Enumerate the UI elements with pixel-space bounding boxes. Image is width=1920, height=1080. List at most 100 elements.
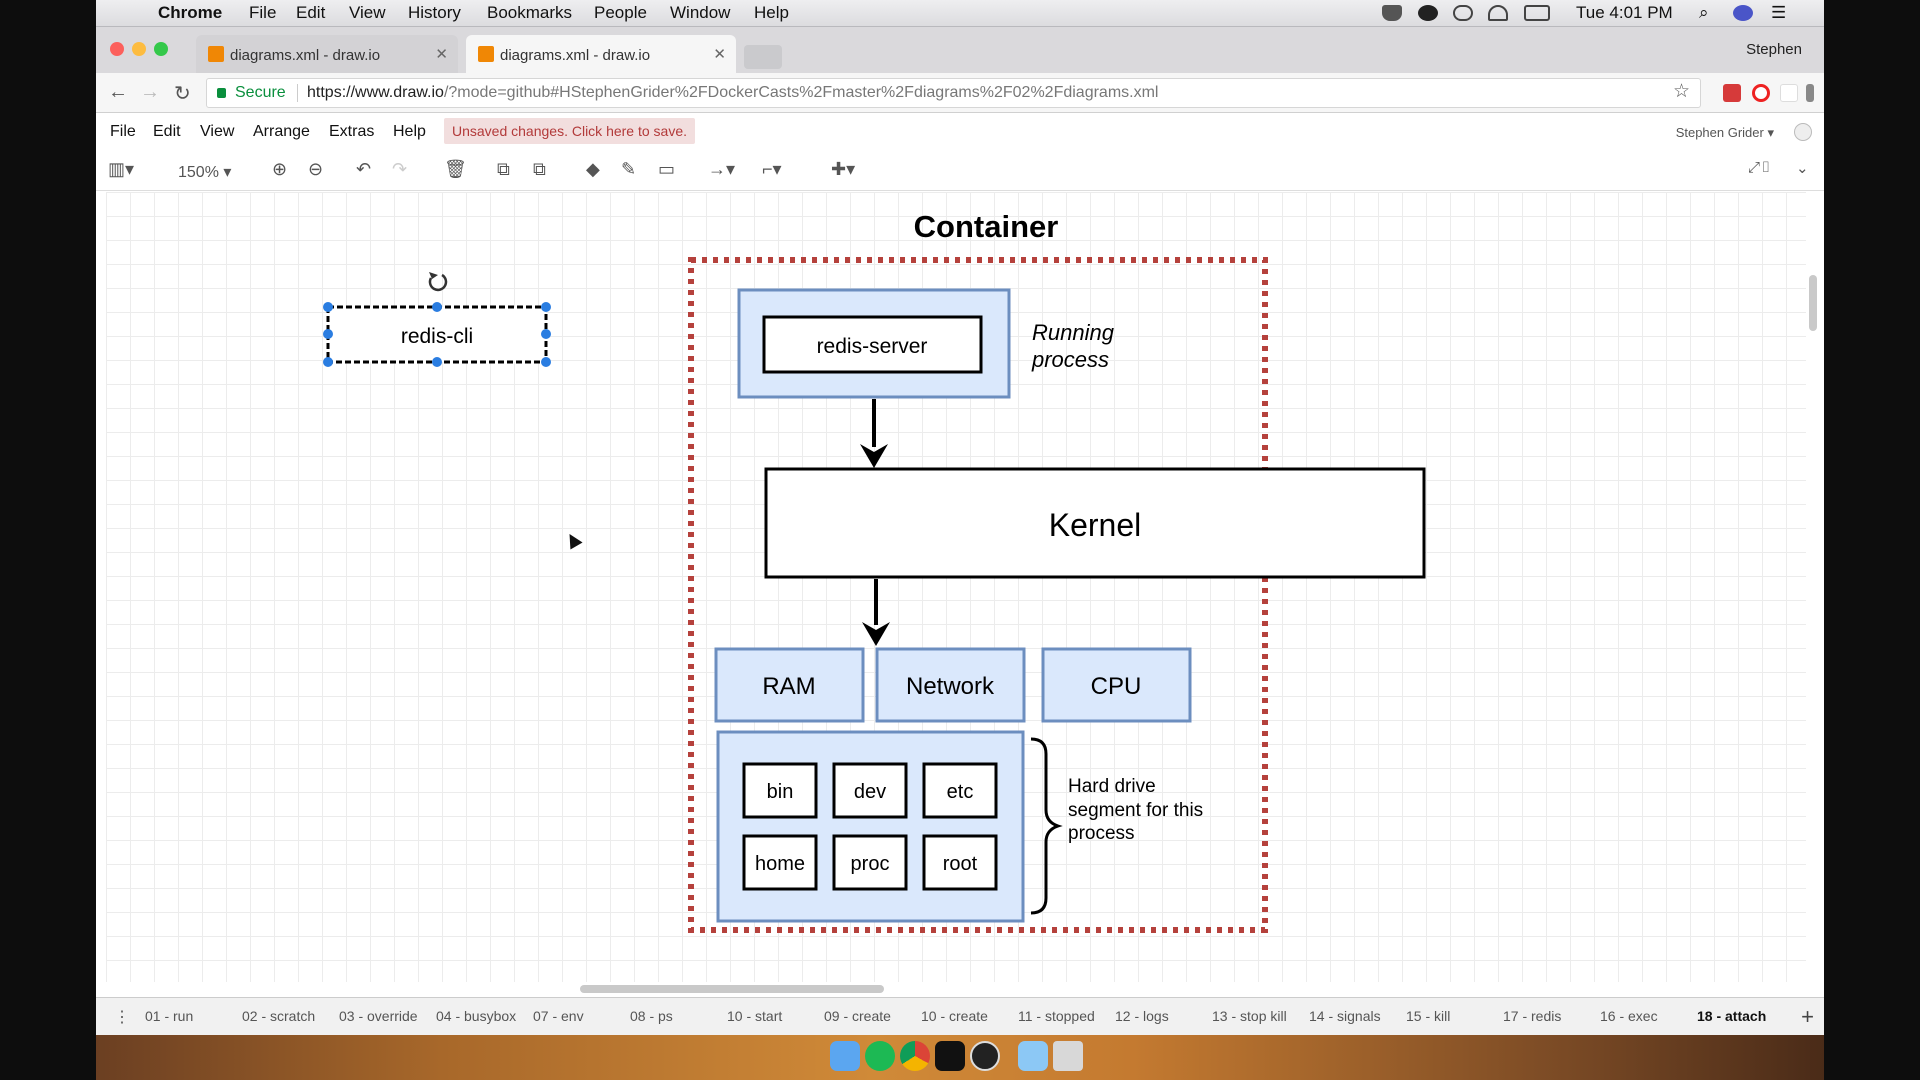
undo-icon[interactable]: ↶ [356, 159, 372, 179]
spotify-icon[interactable] [865, 1041, 895, 1071]
rotate-handle-icon[interactable] [428, 272, 448, 292]
line-color-icon[interactable]: ✎ [621, 159, 637, 179]
page-tab-09-create[interactable]: 09 - create [824, 1008, 891, 1024]
close-window-button[interactable] [110, 42, 124, 56]
kernel-box[interactable] [764, 467, 1426, 579]
forward-arrow-icon[interactable]: → [140, 81, 160, 103]
menu-clock[interactable]: Tue 4:01 PM [1576, 3, 1673, 22]
zoom-out-icon[interactable]: ⊖ [308, 159, 324, 179]
redis-server-box[interactable] [762, 315, 983, 374]
drawio-menu-extras[interactable]: Extras [329, 123, 375, 140]
waypoints-icon[interactable]: ⌐▾ [762, 159, 782, 179]
extension-lastpass-icon[interactable] [1723, 84, 1741, 102]
wifi-icon[interactable] [1488, 5, 1508, 21]
chrome-icon[interactable] [900, 1041, 930, 1071]
page-tab-10-create[interactable]: 10 - create [921, 1008, 988, 1024]
browser-tab-1[interactable]: diagrams.xml - draw.io ✕ [196, 35, 458, 73]
menu-view[interactable]: View [349, 3, 386, 22]
bookmark-star-icon[interactable]: ☆ [1672, 81, 1690, 102]
menu-history[interactable]: History [408, 3, 461, 22]
extension-css-icon[interactable] [1780, 84, 1798, 102]
folder-proc[interactable] [832, 834, 908, 891]
hard-drive-box[interactable] [716, 730, 1025, 923]
zoom-in-icon[interactable]: ⊕ [272, 159, 288, 179]
spotlight-search-icon[interactable]: ⌕ [1699, 3, 1709, 22]
folder-etc[interactable] [922, 762, 998, 819]
add-page-icon[interactable]: + [1801, 1004, 1814, 1029]
drawio-menu-help[interactable]: Help [393, 123, 426, 140]
user-avatar[interactable] [1794, 123, 1812, 141]
battery-icon[interactable] [1524, 5, 1550, 21]
container-boundary[interactable] [688, 257, 1268, 933]
terminal-icon[interactable] [935, 1041, 965, 1071]
page-tab-14-signals[interactable]: 14 - signals [1309, 1008, 1381, 1024]
drawing-canvas[interactable]: redis-cli Container [106, 192, 1806, 982]
page-tab-03-override[interactable]: 03 - override [339, 1008, 418, 1024]
page-tab-10-start[interactable]: 10 - start [727, 1008, 783, 1024]
new-tab-button[interactable] [744, 45, 782, 69]
zoom-select[interactable]: 150% ▾ [178, 164, 232, 181]
format-panel-icon[interactable]: ▥▾ [108, 159, 135, 179]
page-tab-01-run[interactable]: 01 - run [145, 1008, 194, 1024]
maximize-window-button[interactable] [154, 42, 168, 56]
reload-icon[interactable]: ↻ [174, 83, 191, 105]
page-tab-04-busybox[interactable]: 04 - busybox [436, 1008, 517, 1024]
chrome-menu-icon[interactable] [1806, 84, 1814, 102]
fill-color-icon[interactable]: ◆ [586, 159, 600, 179]
url-field[interactable]: Secure https://www.draw.io/?mode=github#… [206, 78, 1701, 108]
unsaved-changes-button[interactable]: Unsaved changes. Click here to save. [444, 118, 696, 144]
close-tab-icon[interactable]: ✕ [435, 46, 448, 63]
connection-style-icon[interactable]: →▾ [708, 159, 736, 179]
page-tab-07-env[interactable]: 07 - env [533, 1008, 584, 1024]
cpu-box[interactable] [1041, 647, 1192, 723]
profile-name[interactable]: Stephen [1746, 41, 1802, 58]
selection-handles[interactable] [323, 302, 551, 367]
page-tab-11-stopped[interactable]: 11 - stopped [1018, 1008, 1095, 1024]
delete-icon[interactable]: 🗑 [444, 159, 467, 179]
folder-home[interactable] [742, 834, 818, 891]
obs-dock-icon[interactable] [970, 1041, 1000, 1071]
menu-people[interactable]: People [594, 3, 647, 22]
vertical-scrollbar[interactable] [1809, 275, 1817, 331]
page-tab-02-scratch[interactable]: 02 - scratch [242, 1008, 316, 1024]
page-tab-12-logs[interactable]: 12 - logs [1115, 1008, 1169, 1024]
horizontal-scrollbar[interactable] [580, 985, 884, 993]
menu-app-name[interactable]: Chrome [158, 3, 223, 22]
drawio-menu-view[interactable]: View [200, 123, 235, 140]
browser-tab-2[interactable]: diagrams.xml - draw.io ✕ [466, 35, 736, 73]
menu-window[interactable]: Window [670, 3, 731, 22]
close-tab-icon[interactable]: ✕ [713, 46, 726, 63]
page-tab-15-kill[interactable]: 15 - kill [1406, 1008, 1451, 1024]
drawio-menu-edit[interactable]: Edit [153, 123, 181, 140]
notification-center-icon[interactable]: ☰ [1771, 3, 1787, 22]
docker-whale-icon[interactable] [1382, 5, 1402, 21]
obs-icon[interactable] [1418, 5, 1438, 21]
menu-help[interactable]: Help [754, 3, 789, 22]
extension-opera-icon[interactable] [1752, 84, 1770, 102]
insert-icon[interactable]: ✚▾ [831, 159, 856, 179]
glasses-icon[interactable] [1453, 5, 1473, 21]
finder-icon[interactable] [830, 1041, 860, 1071]
page-tab-13-stop-kill[interactable]: 13 - stop kill [1212, 1008, 1287, 1024]
pages-menu-icon[interactable]: ⋮ [114, 1009, 130, 1026]
to-front-icon[interactable]: ⧉ [497, 159, 510, 179]
menu-bookmarks[interactable]: Bookmarks [487, 3, 573, 22]
back-arrow-icon[interactable]: ← [108, 81, 128, 103]
shadow-icon[interactable]: ▭ [658, 159, 676, 179]
page-tab-08-ps[interactable]: 08 - ps [630, 1008, 673, 1024]
page-tab-17-redis[interactable]: 17 - redis [1503, 1008, 1562, 1024]
drawio-menu-arrange[interactable]: Arrange [253, 123, 310, 140]
user-menu[interactable]: Stephen Grider ▾ [1675, 125, 1774, 140]
collapse-toolbar-icon[interactable]: ⌄ [1796, 160, 1809, 177]
siri-icon[interactable] [1733, 5, 1753, 21]
network-box[interactable] [875, 647, 1026, 723]
page-tab-18-attach[interactable]: 18 - attach [1697, 1008, 1767, 1024]
menu-file[interactable]: File [249, 3, 277, 22]
redo-icon[interactable]: ↷ [392, 159, 408, 179]
downloads-folder-icon[interactable] [1018, 1041, 1048, 1071]
page-tab-16-exec[interactable]: 16 - exec [1600, 1008, 1658, 1024]
folder-root[interactable] [922, 834, 998, 891]
redis-cli-shape[interactable]: redis-cli [326, 305, 548, 364]
menu-edit[interactable]: Edit [296, 3, 326, 22]
drawio-menu-file[interactable]: File [110, 123, 136, 140]
